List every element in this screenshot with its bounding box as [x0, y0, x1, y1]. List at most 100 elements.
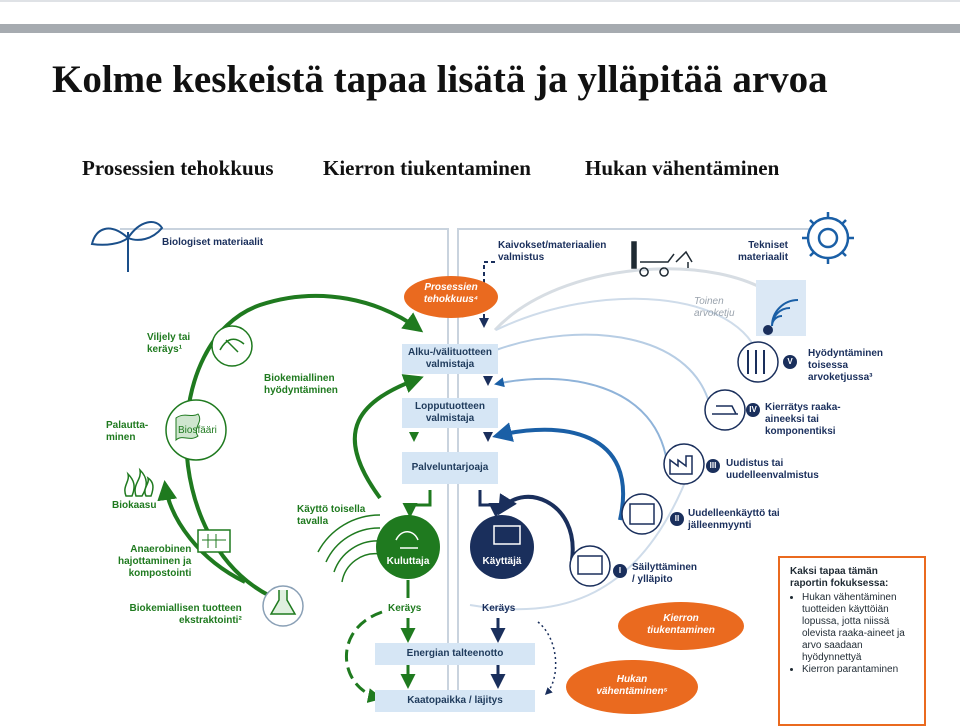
frame-tech	[457, 228, 810, 700]
biokem-tuote-line2: ekstraktointi²	[179, 615, 242, 626]
palvelu-box: Palveluntarjoaja	[402, 452, 498, 484]
blue-loop-bottom	[469, 469, 691, 611]
loop-iv-badge: IV	[746, 403, 760, 417]
gear-icon	[802, 212, 854, 264]
outer-grey-loop	[493, 267, 781, 332]
focus-item-2: Kierron parantaminen	[802, 664, 916, 676]
navy-small-loop	[497, 493, 575, 561]
loop-iv-line1: Kierrätys raaka-	[765, 402, 841, 413]
loop-v-line3: arvoketjussa³	[808, 372, 873, 383]
mining-icon	[631, 241, 693, 277]
flame-icon	[124, 467, 154, 497]
loop-iv-line2: aineeksi tai	[765, 414, 819, 425]
loop-ii-line1: Uudelleenkäyttö tai	[688, 508, 780, 519]
green-arc-3	[333, 540, 381, 573]
toinen-line1: Toinen	[694, 296, 724, 307]
loop-ii-badge: II	[670, 512, 684, 526]
loop-iv-line3: komponentiksi	[765, 426, 836, 437]
green-arc-4	[341, 552, 381, 583]
subtitle-kierron: Kierron tiukentaminen	[323, 156, 531, 180]
page-title: Kolme keskeistä tapaa lisätä ja ylläpitä…	[52, 58, 828, 101]
loop-iii-line2: uudelleenvalmistus	[726, 470, 819, 481]
kayttaja-label: Käyttäjä	[482, 556, 522, 567]
loop-i-badge: I	[613, 564, 627, 578]
biosfaari-label: Biosfääri	[178, 425, 217, 436]
loop-i-line2: / ylläpito	[632, 574, 673, 585]
kuluttaja-circle	[376, 515, 440, 579]
loppu-line2: valmistaja	[425, 413, 475, 424]
anaerobinen-line3: kompostointi	[128, 568, 192, 579]
kierron-line1: Kierron	[663, 613, 699, 624]
recycle-icon	[704, 389, 746, 431]
biokem-hyod-line2: hyödyntäminen	[264, 385, 338, 396]
plant-icon	[90, 221, 164, 272]
kaivokset-line2: valmistus	[498, 252, 545, 263]
prosessien-line1: Prosessien	[424, 282, 478, 293]
kaato-box: Kaatopaikka / läjitys	[375, 690, 535, 712]
anaerobinen-line2: hajottaminen ja	[118, 556, 192, 567]
green-dashed	[344, 610, 383, 703]
green-to-kuluttaja	[402, 490, 432, 518]
loop-i-line1: Säilyttäminen	[632, 562, 698, 573]
navy-dotted	[537, 621, 557, 696]
loop-i-label: Säilyttäminen/ ylläpito	[632, 562, 697, 586]
navy-to-kayttaja	[478, 490, 504, 518]
blue-loop-v	[495, 297, 761, 361]
kaytto-line2: tavalla	[297, 516, 329, 527]
green-arc-1	[317, 514, 381, 553]
container-icon	[737, 341, 779, 383]
bio-heading: Biologiset materiaalit	[162, 237, 264, 248]
kerays-right-label: Keräys	[482, 603, 516, 614]
kayttaja-circle	[470, 515, 534, 579]
viljely-line1: Viljely tai	[147, 332, 191, 343]
energia-box: Energian talteenotto	[375, 643, 535, 665]
subtitle-prosessien: Prosessien tehokkuus	[82, 156, 274, 180]
palautta-label: Palautta-minen	[106, 420, 148, 444]
top-line	[0, 0, 960, 2]
green-outer-loop	[184, 293, 424, 598]
focus-item-1: Hukan vähentäminen tuotteiden käyttöiän …	[802, 592, 916, 664]
alku-line1: Alku-/välituotteen	[408, 347, 492, 358]
focus-list: Hukan vähentäminen tuotteiden käyttöiän …	[790, 592, 916, 676]
loop-iii-line1: Uudistus tai	[726, 458, 784, 469]
kerays-left-label: Keräys	[388, 603, 422, 614]
palautta-line1: Palautta-	[106, 420, 149, 431]
hukan-line1: Hukan	[616, 674, 648, 685]
kaytto-line1: Käyttö toisella	[297, 504, 366, 515]
biokem-tuote-line1: Biokemiallisen tuotteen	[129, 603, 242, 614]
kaivokset-dashed	[479, 261, 495, 328]
palautta-line2: minen	[106, 432, 136, 443]
prosessien-line2: tehokkuus⁴	[423, 294, 479, 305]
loppu-line1: Lopputuotteen	[415, 401, 485, 412]
focus-heading: Kaksi tapaa tämän raportin fokuksessa:	[790, 566, 889, 589]
anaerobinen-line1: Anaerobinen	[130, 544, 192, 555]
biokem-hyod-line1: Biokemiallinen	[264, 373, 335, 384]
hukan-line2: vähentäminen⁵	[596, 686, 668, 697]
blue-loop-iv	[495, 333, 713, 417]
kuluttaja-label: Kuluttaja	[386, 556, 430, 567]
top-bar	[0, 24, 960, 33]
subtitle-hukan: Hukan vähentäminen	[585, 156, 780, 180]
viljely-line2: keräys¹	[147, 344, 183, 355]
kaivokset-line1: Kaivokset/materiaalien	[498, 240, 607, 251]
frame-bio	[120, 228, 449, 700]
blue-loop-iii	[494, 377, 669, 471]
green-arc-2	[325, 527, 381, 563]
